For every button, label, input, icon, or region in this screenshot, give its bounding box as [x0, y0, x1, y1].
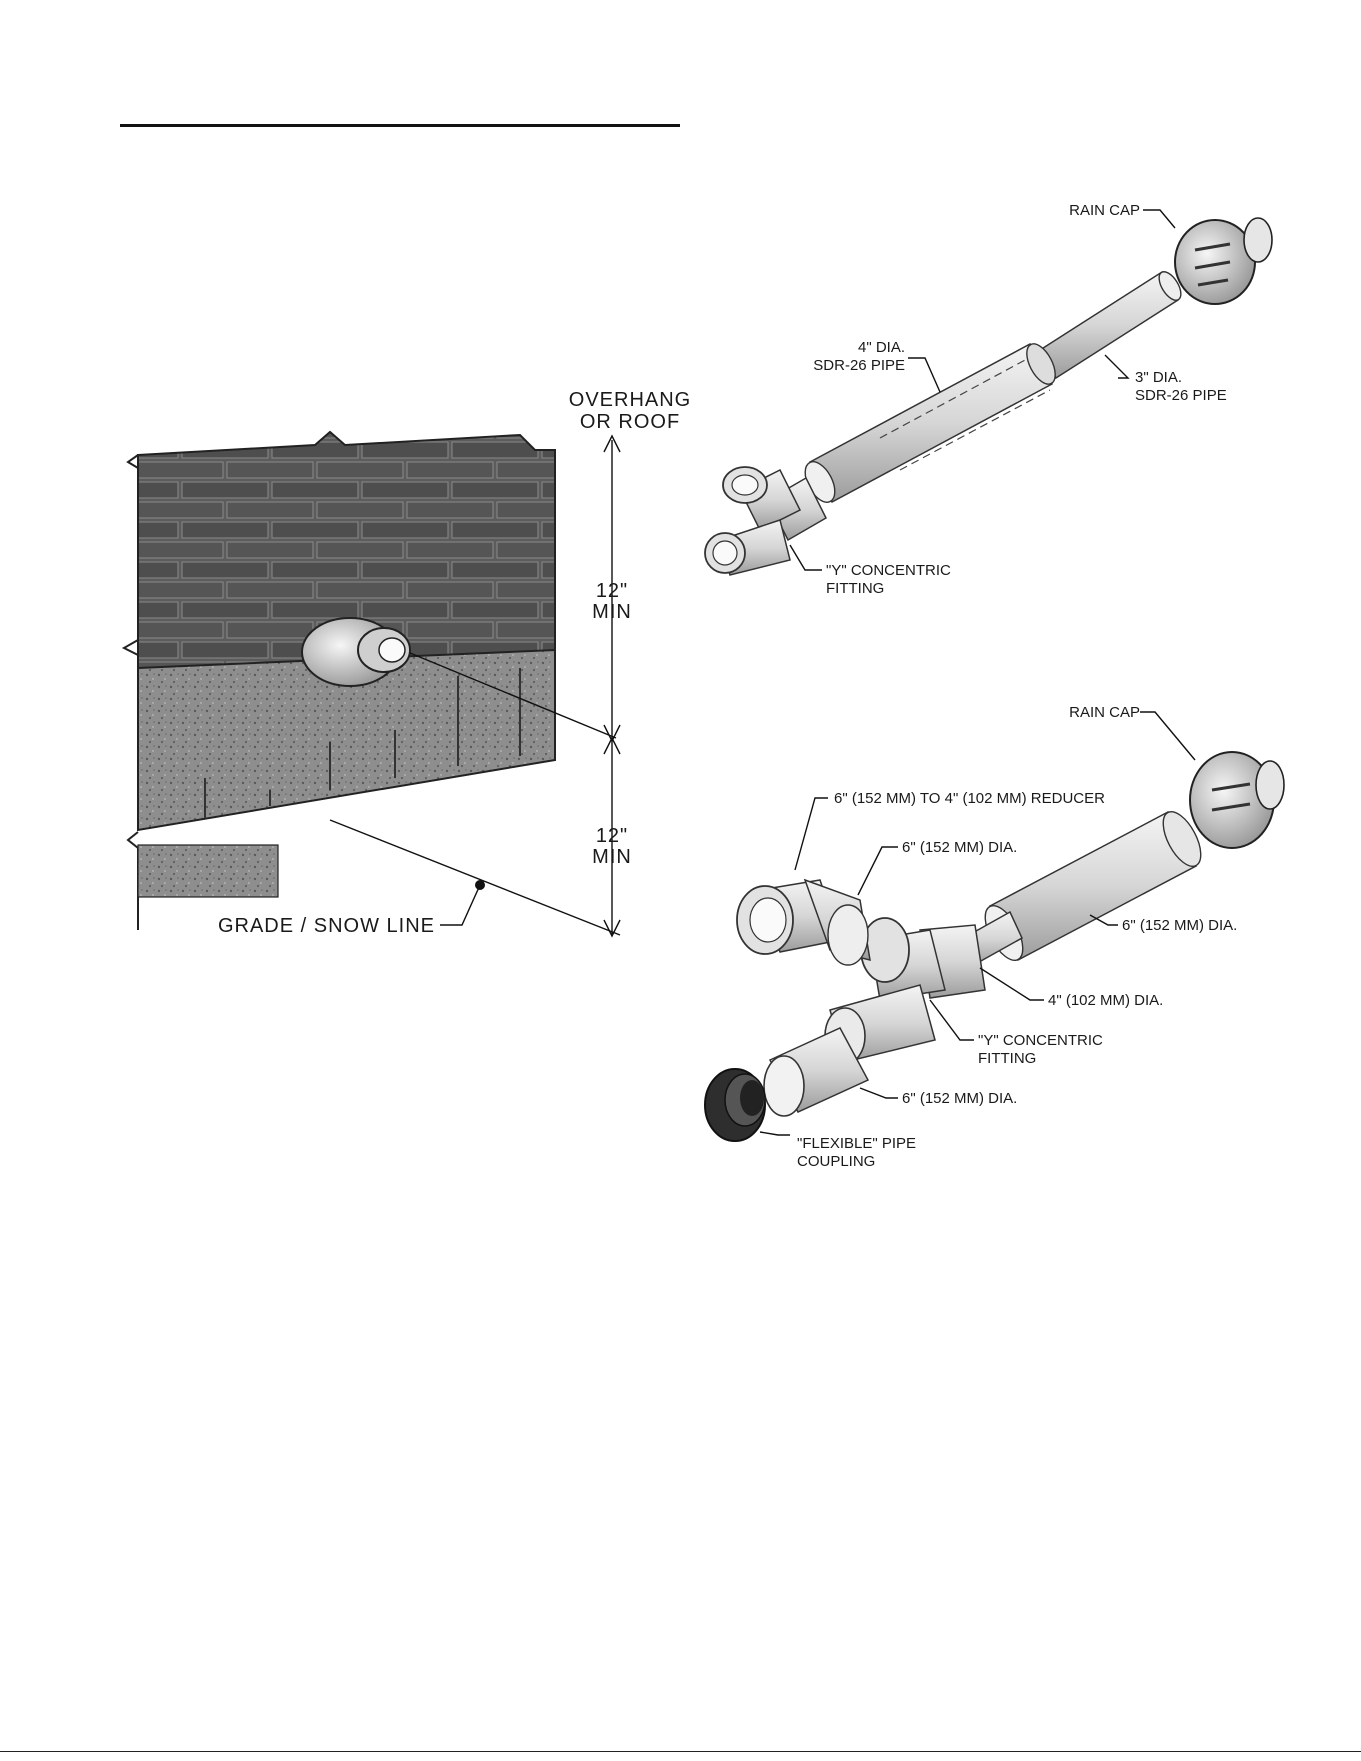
- outer-pipe-label-line2: SDR-26 PIPE: [813, 357, 905, 374]
- dia-6in-lower-label: 6" (152 MM) DIA.: [902, 1090, 1017, 1107]
- overhang-label-line1: OVERHANG: [569, 389, 691, 411]
- y-fitting-label-top-line1: "Y" CONCENTRIC: [826, 562, 951, 579]
- y-fitting-label-bottom-line1: "Y" CONCENTRIC: [978, 1032, 1103, 1049]
- grade-snow-line-label: GRADE / SNOW LINE: [218, 915, 435, 937]
- dia-6in-upper-label: 6" (152 MM) DIA.: [902, 839, 1017, 856]
- coupling-label-line1: "FLEXIBLE" PIPE: [797, 1135, 916, 1152]
- coupling-label-line2: COUPLING: [797, 1153, 875, 1170]
- block-foundation: [128, 650, 555, 930]
- inner-pipe-3in: [1040, 268, 1185, 378]
- upper-clearance-value: 12": [596, 580, 628, 602]
- outer-pipe-label-line1: 4" DIA.: [858, 339, 905, 356]
- inner-pipe-label-line2: SDR-26 PIPE: [1135, 387, 1227, 404]
- y-fitting-label-bottom-line2: FITTING: [978, 1050, 1036, 1067]
- dia-4in-label: 4" (102 MM) DIA.: [1048, 992, 1163, 1009]
- footer-rule: [0, 1751, 1361, 1752]
- rain-cap-bottom: [1190, 752, 1284, 848]
- inner-pipe-label-line1: 3" DIA.: [1135, 369, 1182, 386]
- wall-termination-figure: [124, 432, 620, 936]
- upper-clearance-unit: MIN: [592, 601, 632, 623]
- overhang-label-line2: OR ROOF: [580, 411, 680, 433]
- rain-cap-label-bottom: RAIN CAP: [1069, 704, 1140, 721]
- y-concentric-fitting-top: [705, 467, 826, 575]
- lower-clearance-unit: MIN: [592, 846, 632, 868]
- rain-cap-top: [1175, 218, 1272, 304]
- flexible-pipe-coupling: [705, 1069, 765, 1141]
- rain-cap-label-top: RAIN CAP: [1069, 202, 1140, 219]
- reducer-label: 6" (152 MM) TO 4" (102 MM) REDUCER: [834, 790, 1105, 807]
- y-fitting-label-top-line2: FITTING: [826, 580, 884, 597]
- reducer-6-to-4: [737, 880, 870, 965]
- dia-6in-right-label: 6" (152 MM) DIA.: [1122, 917, 1237, 934]
- lower-clearance-value: 12": [596, 825, 628, 847]
